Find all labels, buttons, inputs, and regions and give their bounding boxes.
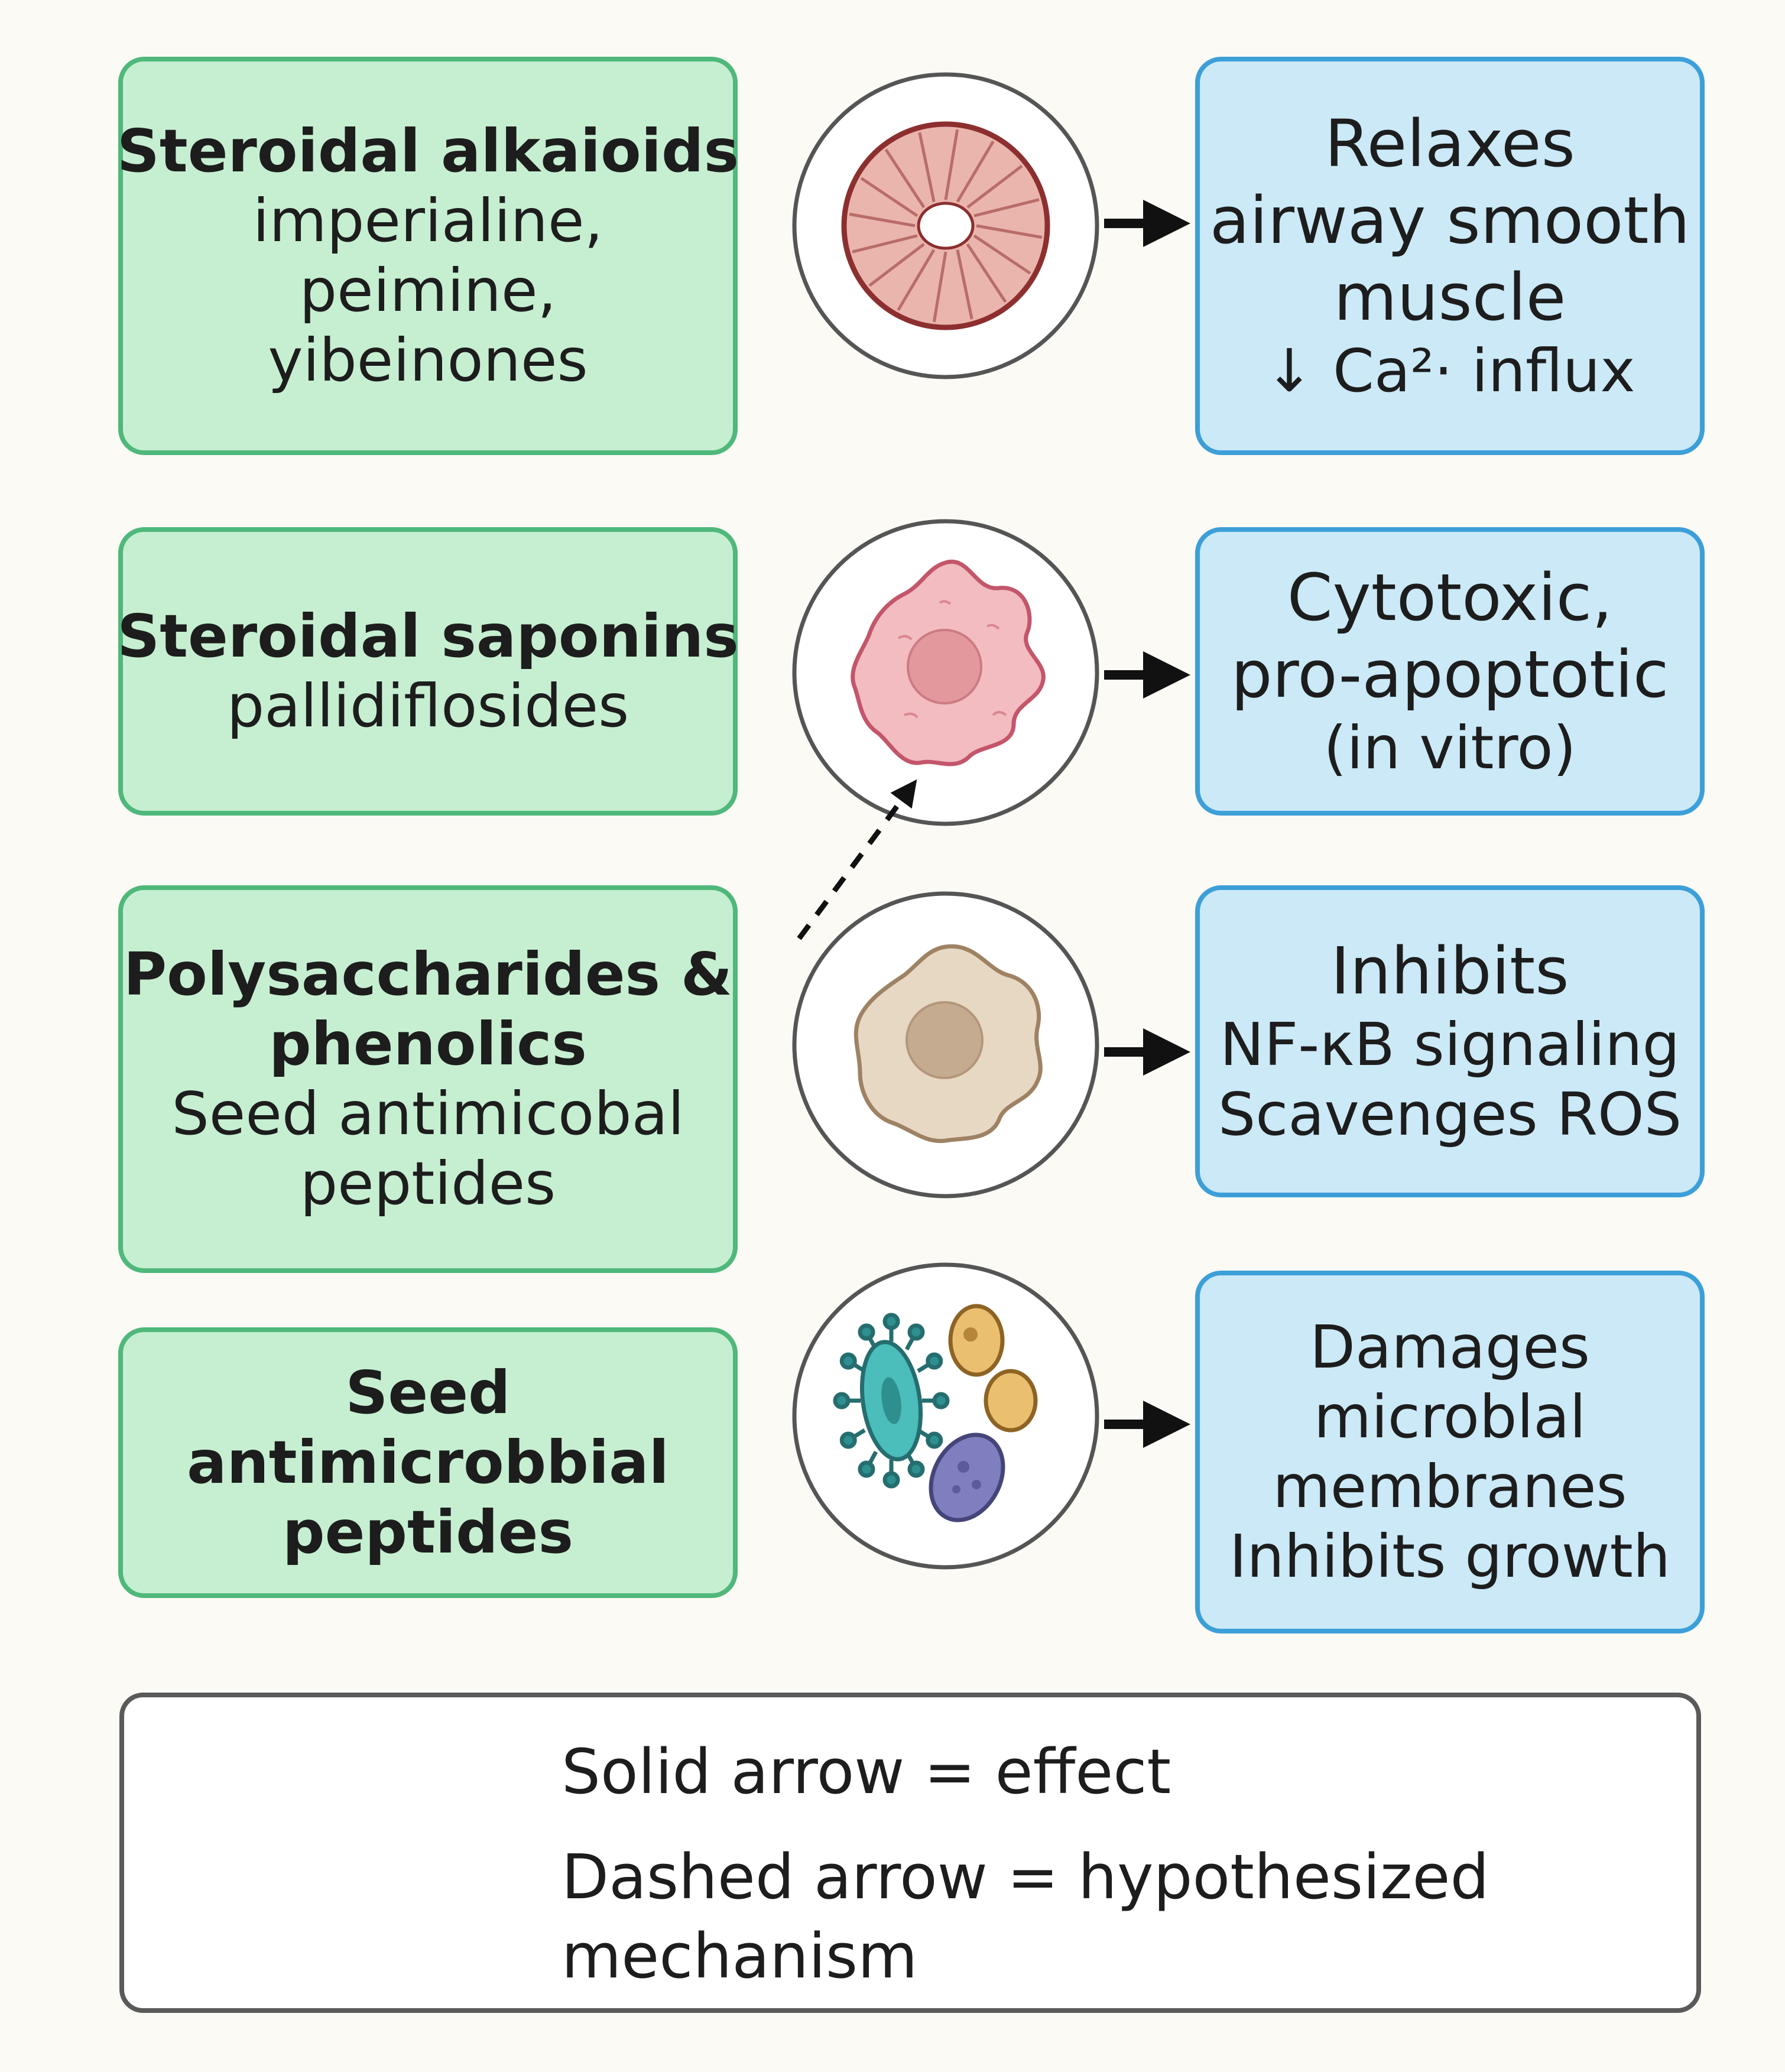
legend-dashed-label: Dashed arrow = hypothesized	[562, 1841, 1489, 1913]
legend-dashed-label-cont: mechanism	[562, 1920, 918, 1992]
compound-title: Steroidal saponins	[117, 602, 739, 671]
compound-title: Polysaccharides &	[123, 940, 733, 1009]
compound-title: antimicrobbial	[187, 1428, 669, 1497]
effect-line: airway smooth	[1209, 183, 1690, 259]
effect-line: membranes	[1273, 1452, 1627, 1521]
effect-line: microblal	[1313, 1382, 1586, 1451]
effect-line: pro-apoptotic	[1231, 636, 1669, 712]
effect-line: (in vitro)	[1323, 713, 1576, 782]
effect-line: Cytotoxic,	[1287, 560, 1613, 636]
effect-line: ↓ Ca²· influx	[1264, 336, 1635, 405]
compound-title: Seed	[345, 1358, 511, 1427]
compound-title: peptides	[283, 1498, 573, 1567]
effect-line: Scavenges ROS	[1218, 1079, 1682, 1149]
compound-box-4: Seed antimicrobbial peptides	[118, 1327, 738, 1598]
compound-line: pallidiflosides	[226, 671, 629, 741]
effect-line: Damages	[1309, 1313, 1591, 1382]
icon-circle-4	[792, 1262, 1099, 1570]
effect-line: Relaxes	[1325, 106, 1575, 182]
effect-line: NF-κB signaling	[1219, 1009, 1680, 1079]
effect-box-3: Inhibits NF-κB signaling Scavenges ROS	[1195, 885, 1705, 1197]
compound-line: yibeinones	[268, 326, 588, 395]
microbes-icon	[833, 1304, 1038, 1522]
immune-cell-icon	[853, 944, 1043, 1144]
compound-box-1: Steroidal alkaioids imperialine, peimine…	[116, 57, 739, 455]
hypothesized-arrow	[797, 779, 917, 940]
tumor-cell-icon	[851, 559, 1046, 767]
compound-line: peimine,	[299, 256, 557, 325]
compound-box-3: Polysaccharides & phenolics Seed antimic…	[118, 885, 738, 1273]
compound-line: peptides	[300, 1149, 556, 1218]
effect-line: Inhibits growth	[1229, 1522, 1671, 1591]
effect-box-2: Cytotoxic, pro-apoptotic (in vitro)	[1195, 527, 1705, 816]
compound-line: imperialine,	[252, 186, 603, 255]
compound-line: Seed antimicobal	[171, 1079, 684, 1148]
compound-title: Steroidal alkaioids	[116, 116, 739, 186]
effect-box-1: Relaxes airway smooth muscle ↓ Ca²· infl…	[1195, 57, 1705, 455]
effect-box-4: Damages microblal membranes Inhibits gro…	[1195, 1271, 1705, 1633]
effect-line: Inhibits	[1330, 933, 1569, 1009]
legend-box: Solid arrow = effect Dashed arrow = hypo…	[119, 1693, 1701, 2013]
legend-solid-label: Solid arrow = effect	[562, 1736, 1171, 1808]
effect-line: muscle	[1333, 259, 1566, 335]
compound-box-2: Steroidal saponins pallidiflosides	[117, 527, 739, 816]
airway-cross-section-icon	[841, 121, 1050, 330]
compound-title: phenolics	[269, 1009, 587, 1079]
